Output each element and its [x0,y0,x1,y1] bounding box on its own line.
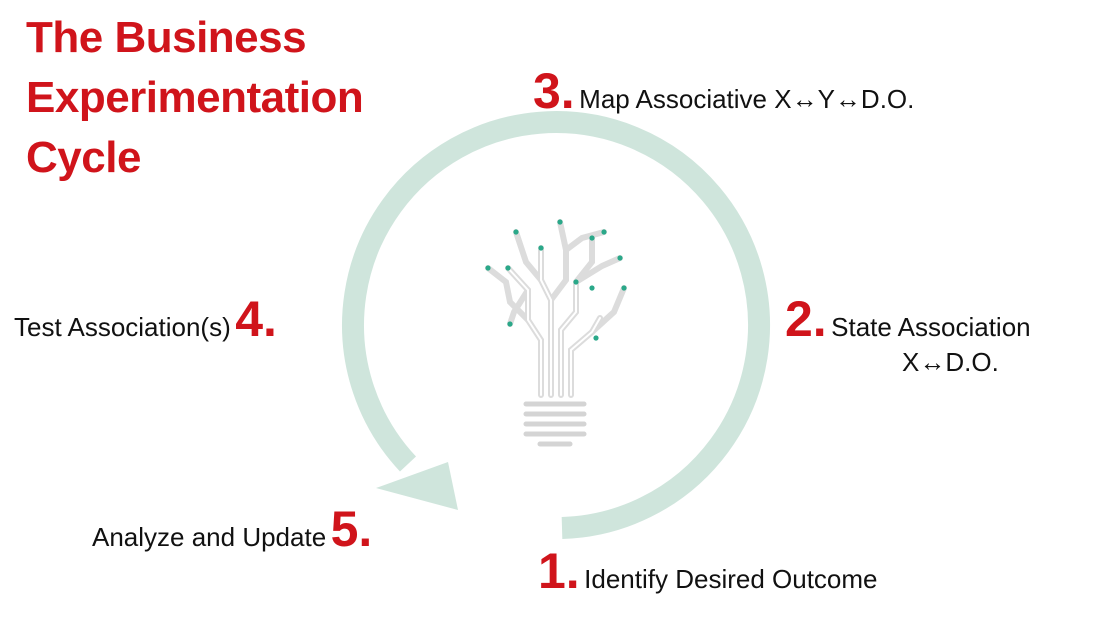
step-3-number: 3. [533,63,575,119]
step-1: 1. Identify Desired Outcome [538,542,878,600]
step-4-label: Test Association(s) [14,312,231,342]
title-line-2: Experimentation [26,73,364,122]
step-5-label: Analyze and Update [92,522,327,552]
step-1-number: 1. [538,543,580,599]
title-line-1: The Business [26,13,307,62]
lightbulb-circuit-tree-icon [485,219,627,447]
title-line-3: Cycle [26,133,141,182]
step-5: Analyze and Update 5. [92,500,372,558]
step-3-label: Map Associative X↔Y↔D.O. [579,84,915,114]
cycle-arrowhead [376,462,458,510]
step-2: 2. State Association [785,290,1031,348]
bulb-base [523,401,587,447]
step-3: 3. Map Associative X↔Y↔D.O. [533,62,914,120]
step-2-number: 2. [785,291,827,347]
step-2-label: State Association [831,312,1031,342]
step-4: Test Association(s) 4. [14,290,277,348]
step-1-label: Identify Desired Outcome [584,564,878,594]
step-5-number: 5. [330,501,373,557]
step-2-sublabel: X↔D.O. [902,347,999,377]
step-4-number: 4. [235,291,277,347]
page-title: The Business Experimentation Cycle [26,8,364,188]
cycle-arrow-band [342,111,770,539]
